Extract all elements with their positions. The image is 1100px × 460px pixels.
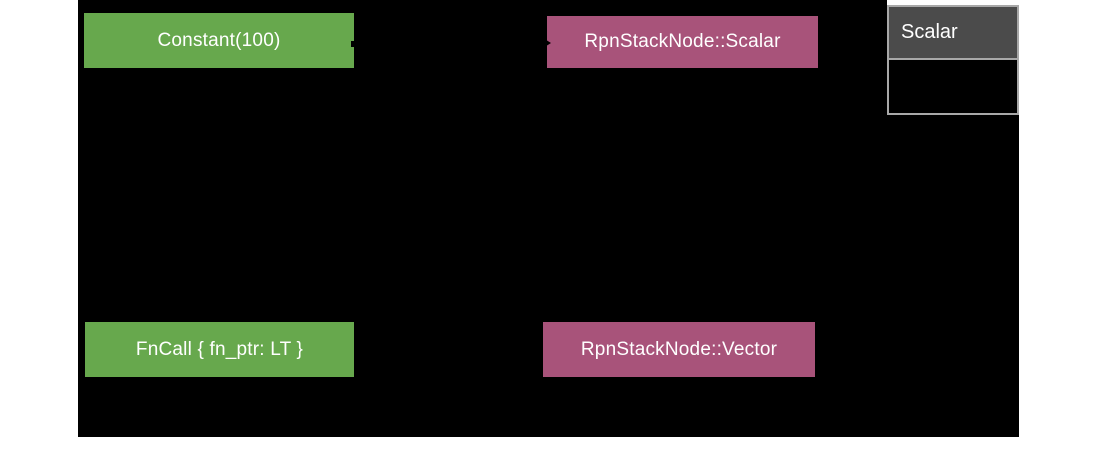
table-top-gap <box>887 0 1019 5</box>
edge-tail-icon <box>351 41 356 47</box>
scalar-table-header: Scalar <box>889 7 1017 60</box>
edge-arrowhead-icon <box>543 38 551 48</box>
node-fncall: FnCall { fn_ptr: LT } <box>85 322 354 377</box>
scalar-table-empty-cell <box>889 60 1017 113</box>
node-constant: Constant(100) <box>84 13 354 68</box>
node-rpn-stack-node-vector: RpnStackNode::Vector <box>543 322 815 377</box>
scalar-stack-table: Scalar <box>887 5 1019 115</box>
node-rpn-stack-node-scalar: RpnStackNode::Scalar <box>547 16 818 68</box>
